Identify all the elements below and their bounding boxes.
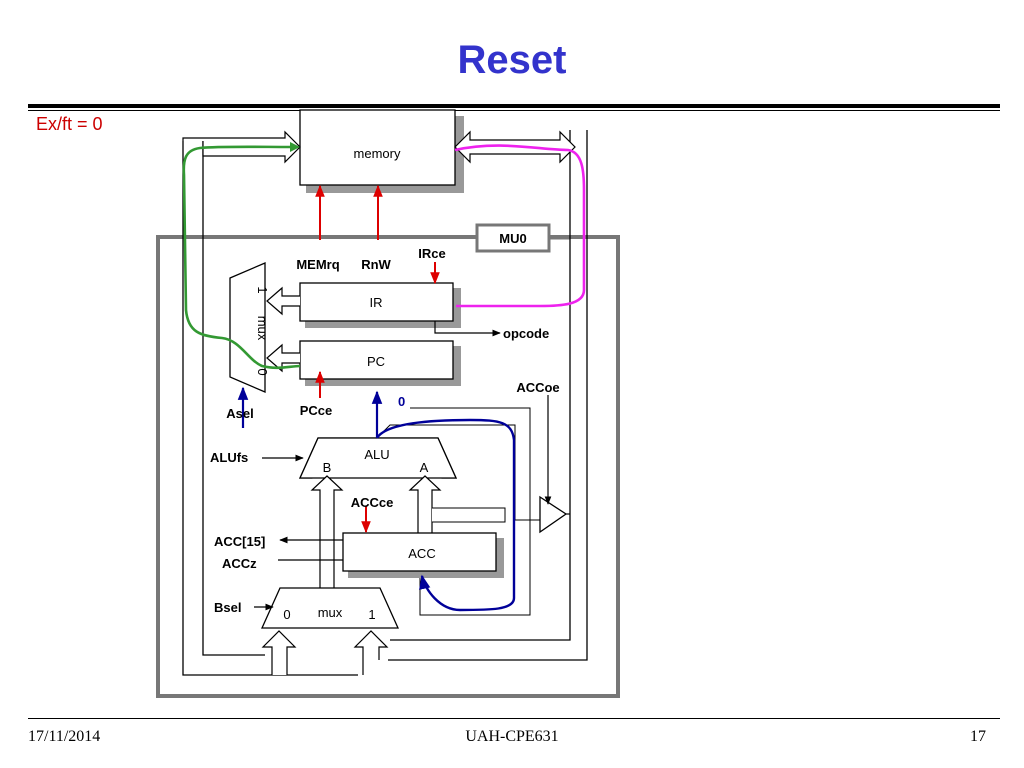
memory-label: memory (354, 146, 401, 161)
acc-to-buffer-bus (432, 507, 506, 523)
alu-b-input-bus (310, 475, 344, 588)
irce-label: IRce (418, 246, 445, 261)
b-mux-input-0: 0 (283, 607, 290, 622)
title-rule-thick (28, 104, 1000, 108)
alu-a-input-bus (408, 475, 442, 533)
reset-path-magenta (454, 144, 586, 308)
accoe-label: ACCoe (516, 380, 559, 395)
condition-label: Ex/ft = 0 (36, 114, 103, 134)
b-mux-label: mux (318, 605, 343, 620)
b-mux (260, 587, 400, 629)
alu-input-a: A (420, 460, 429, 475)
accce-label: ACCce (351, 495, 394, 510)
inner-wire-left (202, 141, 265, 656)
address-mux-label: mux (255, 316, 270, 341)
pc-block (299, 340, 454, 380)
accz-label: ACCz (222, 556, 257, 571)
alu-label: ALU (364, 447, 389, 462)
acc-block (342, 532, 497, 572)
ir-label: IR (370, 295, 383, 310)
footer-rule (28, 718, 1000, 719)
opcode-label: opcode (503, 326, 549, 341)
address-mux-input-0: 0 (255, 368, 270, 375)
inner-wire-right (390, 130, 571, 641)
reset-path-green-arrowhead (290, 142, 300, 152)
bsel-label: Bsel (214, 600, 241, 615)
outer-wire-right (388, 130, 588, 661)
mu0-label: MU0 (499, 231, 526, 246)
accoe-buffer (539, 495, 568, 534)
b-mux-input-1-bus (353, 630, 389, 675)
mu0-boundary (156, 235, 620, 698)
asel-label: Asel (226, 406, 253, 421)
memrq-label: MEMrq (296, 257, 339, 272)
acc-label: ACC (408, 546, 435, 561)
address-mux (229, 262, 266, 393)
reset-path-blue (375, 418, 516, 612)
pcce-label: PCce (300, 403, 333, 418)
reset-path-green (182, 145, 301, 370)
outer-wire-left (182, 141, 358, 676)
alufs-label: ALUfs (210, 450, 248, 465)
opcode-wire (434, 321, 501, 337)
ir-to-mux-bus (266, 286, 300, 316)
alu-output-zero: 0 (398, 394, 405, 409)
alu-input-b: B (323, 460, 332, 475)
slide-title: Reset (457, 38, 567, 82)
alu-output-outer-wire (410, 407, 531, 616)
acc15-label: ACC[15] (214, 534, 265, 549)
footer-page-number: 17 (970, 728, 986, 745)
rnw-label: RnW (361, 257, 391, 272)
footer-course: UAH-CPE631 (465, 728, 559, 745)
footer-date: 17/11/2014 (28, 728, 101, 745)
address-mux-input-1: 1 (255, 286, 270, 293)
alu-body (298, 437, 458, 479)
pc-label: PC (367, 354, 385, 369)
pc-to-mux-bus (266, 343, 300, 373)
b-mux-input-0-bus (261, 630, 297, 675)
alu-output-feedback-wire (376, 424, 540, 521)
title-rule-thin (28, 110, 1000, 111)
b-mux-input-1: 1 (368, 607, 375, 622)
